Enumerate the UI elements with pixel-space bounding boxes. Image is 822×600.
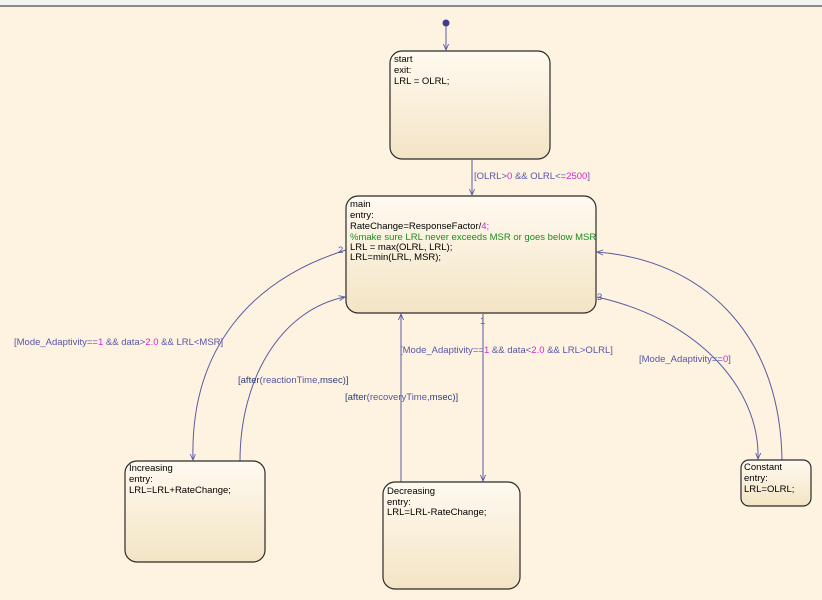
state-name: main — [350, 199, 371, 210]
label-decreasing-main[interactable]: [after(recoveryTime,msec)] — [345, 392, 458, 403]
state-constant[interactable]: Constant entry: LRL=OLRL; — [740, 459, 812, 507]
state-start[interactable]: start exit: LRL = OLRL; — [389, 50, 551, 160]
transition-constant-main[interactable] — [597, 252, 783, 461]
label-start-main[interactable]: [OLRL>0 && OLRL<=2500] — [474, 171, 590, 182]
order-main-increasing: 2 — [338, 245, 343, 256]
transition-main-constant[interactable] — [596, 296, 758, 459]
state-name: Decreasing — [387, 486, 435, 497]
toolbar-edge — [0, 0, 822, 5]
state-action: entry: — [744, 473, 768, 484]
state-name: Constant — [744, 462, 782, 473]
state-name: start — [394, 54, 413, 65]
label-main-increasing[interactable]: [Mode_Adaptivity==1 && data>2.0 && LRL<M… — [14, 337, 223, 348]
state-action: exit: — [394, 65, 411, 76]
canvas-border — [0, 5, 822, 7]
state-decreasing[interactable]: Decreasing entry: LRL=LRL-RateChange; — [382, 481, 521, 590]
order-main-decreasing: 1 — [480, 316, 485, 327]
label-main-constant[interactable]: [Mode_Adaptivity==0] — [639, 354, 731, 365]
state-action: LRL=OLRL; — [744, 484, 794, 495]
state-action: RateChange=ResponseFactor/4; — [350, 221, 489, 232]
default-transition-dot — [442, 19, 450, 27]
label-increasing-main[interactable]: [after(reactionTime,msec)] — [238, 375, 349, 386]
transition-increasing-main[interactable] — [239, 297, 345, 462]
state-action: entry: — [350, 210, 374, 221]
state-increasing[interactable]: Increasing entry: LRL=LRL+RateChange; — [124, 460, 266, 563]
state-name: Increasing — [129, 463, 173, 474]
state-comment: %make sure LRL never exceeds MSR or goes… — [350, 232, 596, 243]
state-action: LRL = max(OLRL, LRL); — [350, 242, 452, 253]
state-action: entry: — [129, 474, 153, 485]
state-action: LRL=LRL-RateChange; — [387, 507, 487, 518]
state-action: LRL=min(LRL, MSR); — [350, 252, 441, 263]
state-action: LRL=LRL+RateChange; — [129, 485, 231, 496]
label-main-decreasing[interactable]: [Mode_Adaptivity==1 && data<2.0 && LRL>O… — [400, 345, 613, 356]
order-main-constant: 3 — [597, 292, 602, 303]
transition-main-increasing[interactable] — [193, 249, 347, 460]
state-action: entry: — [387, 497, 411, 508]
state-action: LRL = OLRL; — [394, 76, 449, 87]
state-main[interactable]: main entry: RateChange=ResponseFactor/4;… — [345, 195, 597, 314]
